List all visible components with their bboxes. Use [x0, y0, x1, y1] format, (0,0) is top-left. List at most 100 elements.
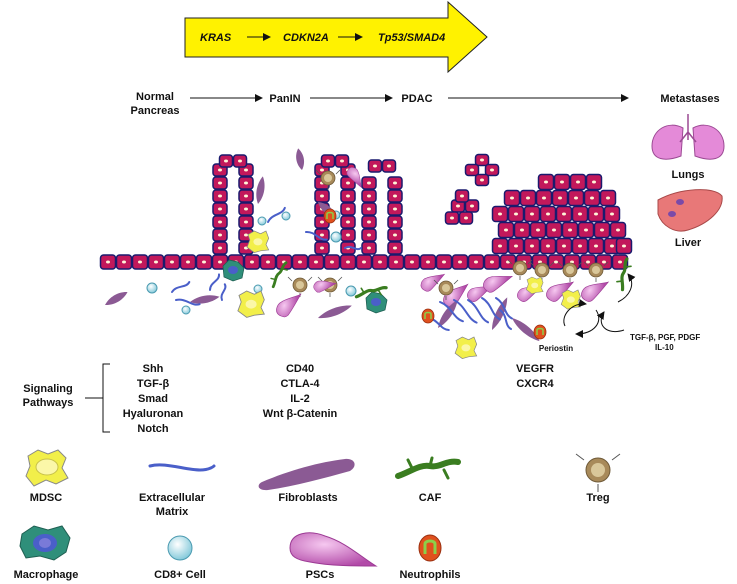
extracellular-matrix	[305, 230, 328, 241]
epithelial-cell	[361, 202, 377, 216]
epithelial-cell	[238, 202, 254, 216]
fibroblast	[438, 300, 458, 328]
stage-panin: PanIN	[269, 93, 300, 105]
tumor-cell	[529, 221, 547, 239]
legend-neutrophil-icon	[418, 534, 442, 562]
cd8-cell	[345, 285, 357, 297]
legend-caf-icon	[395, 456, 461, 480]
epithelial-cell	[547, 254, 565, 270]
yellow-arrow-shape	[184, 0, 488, 74]
epithelial-cell	[361, 189, 377, 203]
epithelial-cell	[212, 202, 228, 216]
metastasis-organs: Lungs Liver	[651, 114, 725, 249]
psc-cell	[346, 167, 362, 189]
neutrophil-cell	[533, 324, 547, 340]
cd8-cell	[146, 282, 158, 294]
epithelial-cell	[291, 254, 309, 270]
periostin-arrow-up	[563, 299, 587, 327]
treg-cell	[287, 276, 313, 297]
epithelial-cell	[131, 254, 149, 270]
psc-cell	[581, 281, 610, 302]
signaling-bracket	[85, 363, 110, 433]
epithelial-cell	[419, 254, 437, 270]
pathway-tgf-beta: TGF-β	[137, 378, 170, 390]
legend-ecm-icon	[148, 463, 216, 472]
macrophage-cell	[222, 259, 245, 282]
stroma	[105, 148, 632, 359]
fibroblast	[256, 176, 265, 204]
pathway-vegfr: VEGFR	[516, 363, 554, 375]
mdsc-cell	[246, 230, 270, 253]
epithelial-cell	[99, 254, 117, 270]
epithelial-cell	[179, 254, 197, 270]
epithelial-cell	[387, 202, 403, 216]
extracellular-matrix	[467, 299, 490, 324]
tumor-cell	[571, 237, 589, 255]
caf-cell	[354, 286, 388, 299]
stage-normal-line1: Normal	[136, 91, 174, 103]
tumor-cell	[587, 237, 605, 255]
fibroblast	[512, 318, 540, 342]
tumor-cluster-cell	[454, 189, 470, 203]
extracellular-matrix	[499, 309, 512, 331]
epithelial-cell	[115, 254, 133, 270]
tumor-cell	[553, 173, 571, 191]
legend-treg-label: Treg	[586, 492, 609, 504]
tumor-cluster-cell	[458, 211, 474, 225]
gene-mutation-arrow: KRAS CDKN2A Tp53/SMAD4	[184, 0, 488, 74]
tumor-cluster-cell	[444, 211, 460, 225]
tumor-cell	[545, 221, 563, 239]
signaling-title-line2: Pathways	[23, 397, 74, 409]
epithelial-cell	[340, 215, 356, 229]
pathway-hyaluronan: Hyaluronan	[123, 408, 184, 420]
epithelial-cell	[355, 254, 373, 270]
epithelial-cell	[340, 176, 356, 190]
epithelial-cell	[195, 254, 213, 270]
epithelial-cell	[387, 241, 403, 255]
tumor-cell	[513, 221, 531, 239]
fibroblast	[318, 305, 352, 319]
epithelial-cell	[212, 189, 228, 203]
legend-psc-icon	[289, 532, 378, 567]
gene-tp53-smad4: Tp53/SMAD4	[378, 32, 445, 44]
epithelial-cell	[367, 159, 383, 173]
pathway-cxcr4: CXCR4	[516, 378, 554, 390]
tumor-cluster-cell	[474, 153, 490, 167]
tumor-cell	[593, 221, 611, 239]
caf-cell	[616, 257, 632, 292]
fibroblast	[190, 295, 220, 304]
epithelial-cell	[361, 228, 377, 242]
extracellular-matrix	[175, 298, 201, 306]
epithelial-cell	[451, 254, 469, 270]
liver-icon	[657, 189, 723, 232]
pathway-il2: IL-2	[290, 393, 310, 405]
tumor-cell	[551, 189, 569, 207]
tumor-cluster-cell	[474, 173, 490, 187]
epithelial-cell	[307, 254, 325, 270]
mdsc-cell	[525, 276, 544, 295]
factors-arrow-up	[596, 311, 625, 332]
epithelial-cell	[218, 154, 234, 168]
epithelium	[99, 153, 633, 270]
epithelial-cell	[323, 254, 341, 270]
treg-cell	[507, 259, 533, 280]
pathway-wnt-beta-catenin: Wnt β-Catenin	[263, 408, 338, 420]
progression-timeline: Normal Pancreas PanIN PDAC Metastases	[131, 91, 720, 117]
epithelial-cell	[243, 254, 261, 270]
tumor-cell	[523, 237, 541, 255]
extracellular-matrix	[453, 299, 478, 324]
psc-cell	[420, 273, 446, 292]
legend-macrophage-label: Macrophage	[14, 569, 79, 581]
tumor-cell	[577, 221, 595, 239]
tumor-cell	[507, 205, 525, 223]
psc-cell	[546, 281, 575, 302]
extracellular-matrix	[220, 283, 227, 301]
tumor-cluster-cell	[464, 163, 480, 177]
tumor-cell	[537, 173, 555, 191]
epithelial-cell	[387, 176, 403, 190]
lungs-label: Lungs	[672, 169, 705, 181]
epithelial-cell	[387, 189, 403, 203]
epithelial-cell	[371, 254, 389, 270]
legend-ecm-label-line1: Extracellular	[139, 492, 206, 504]
